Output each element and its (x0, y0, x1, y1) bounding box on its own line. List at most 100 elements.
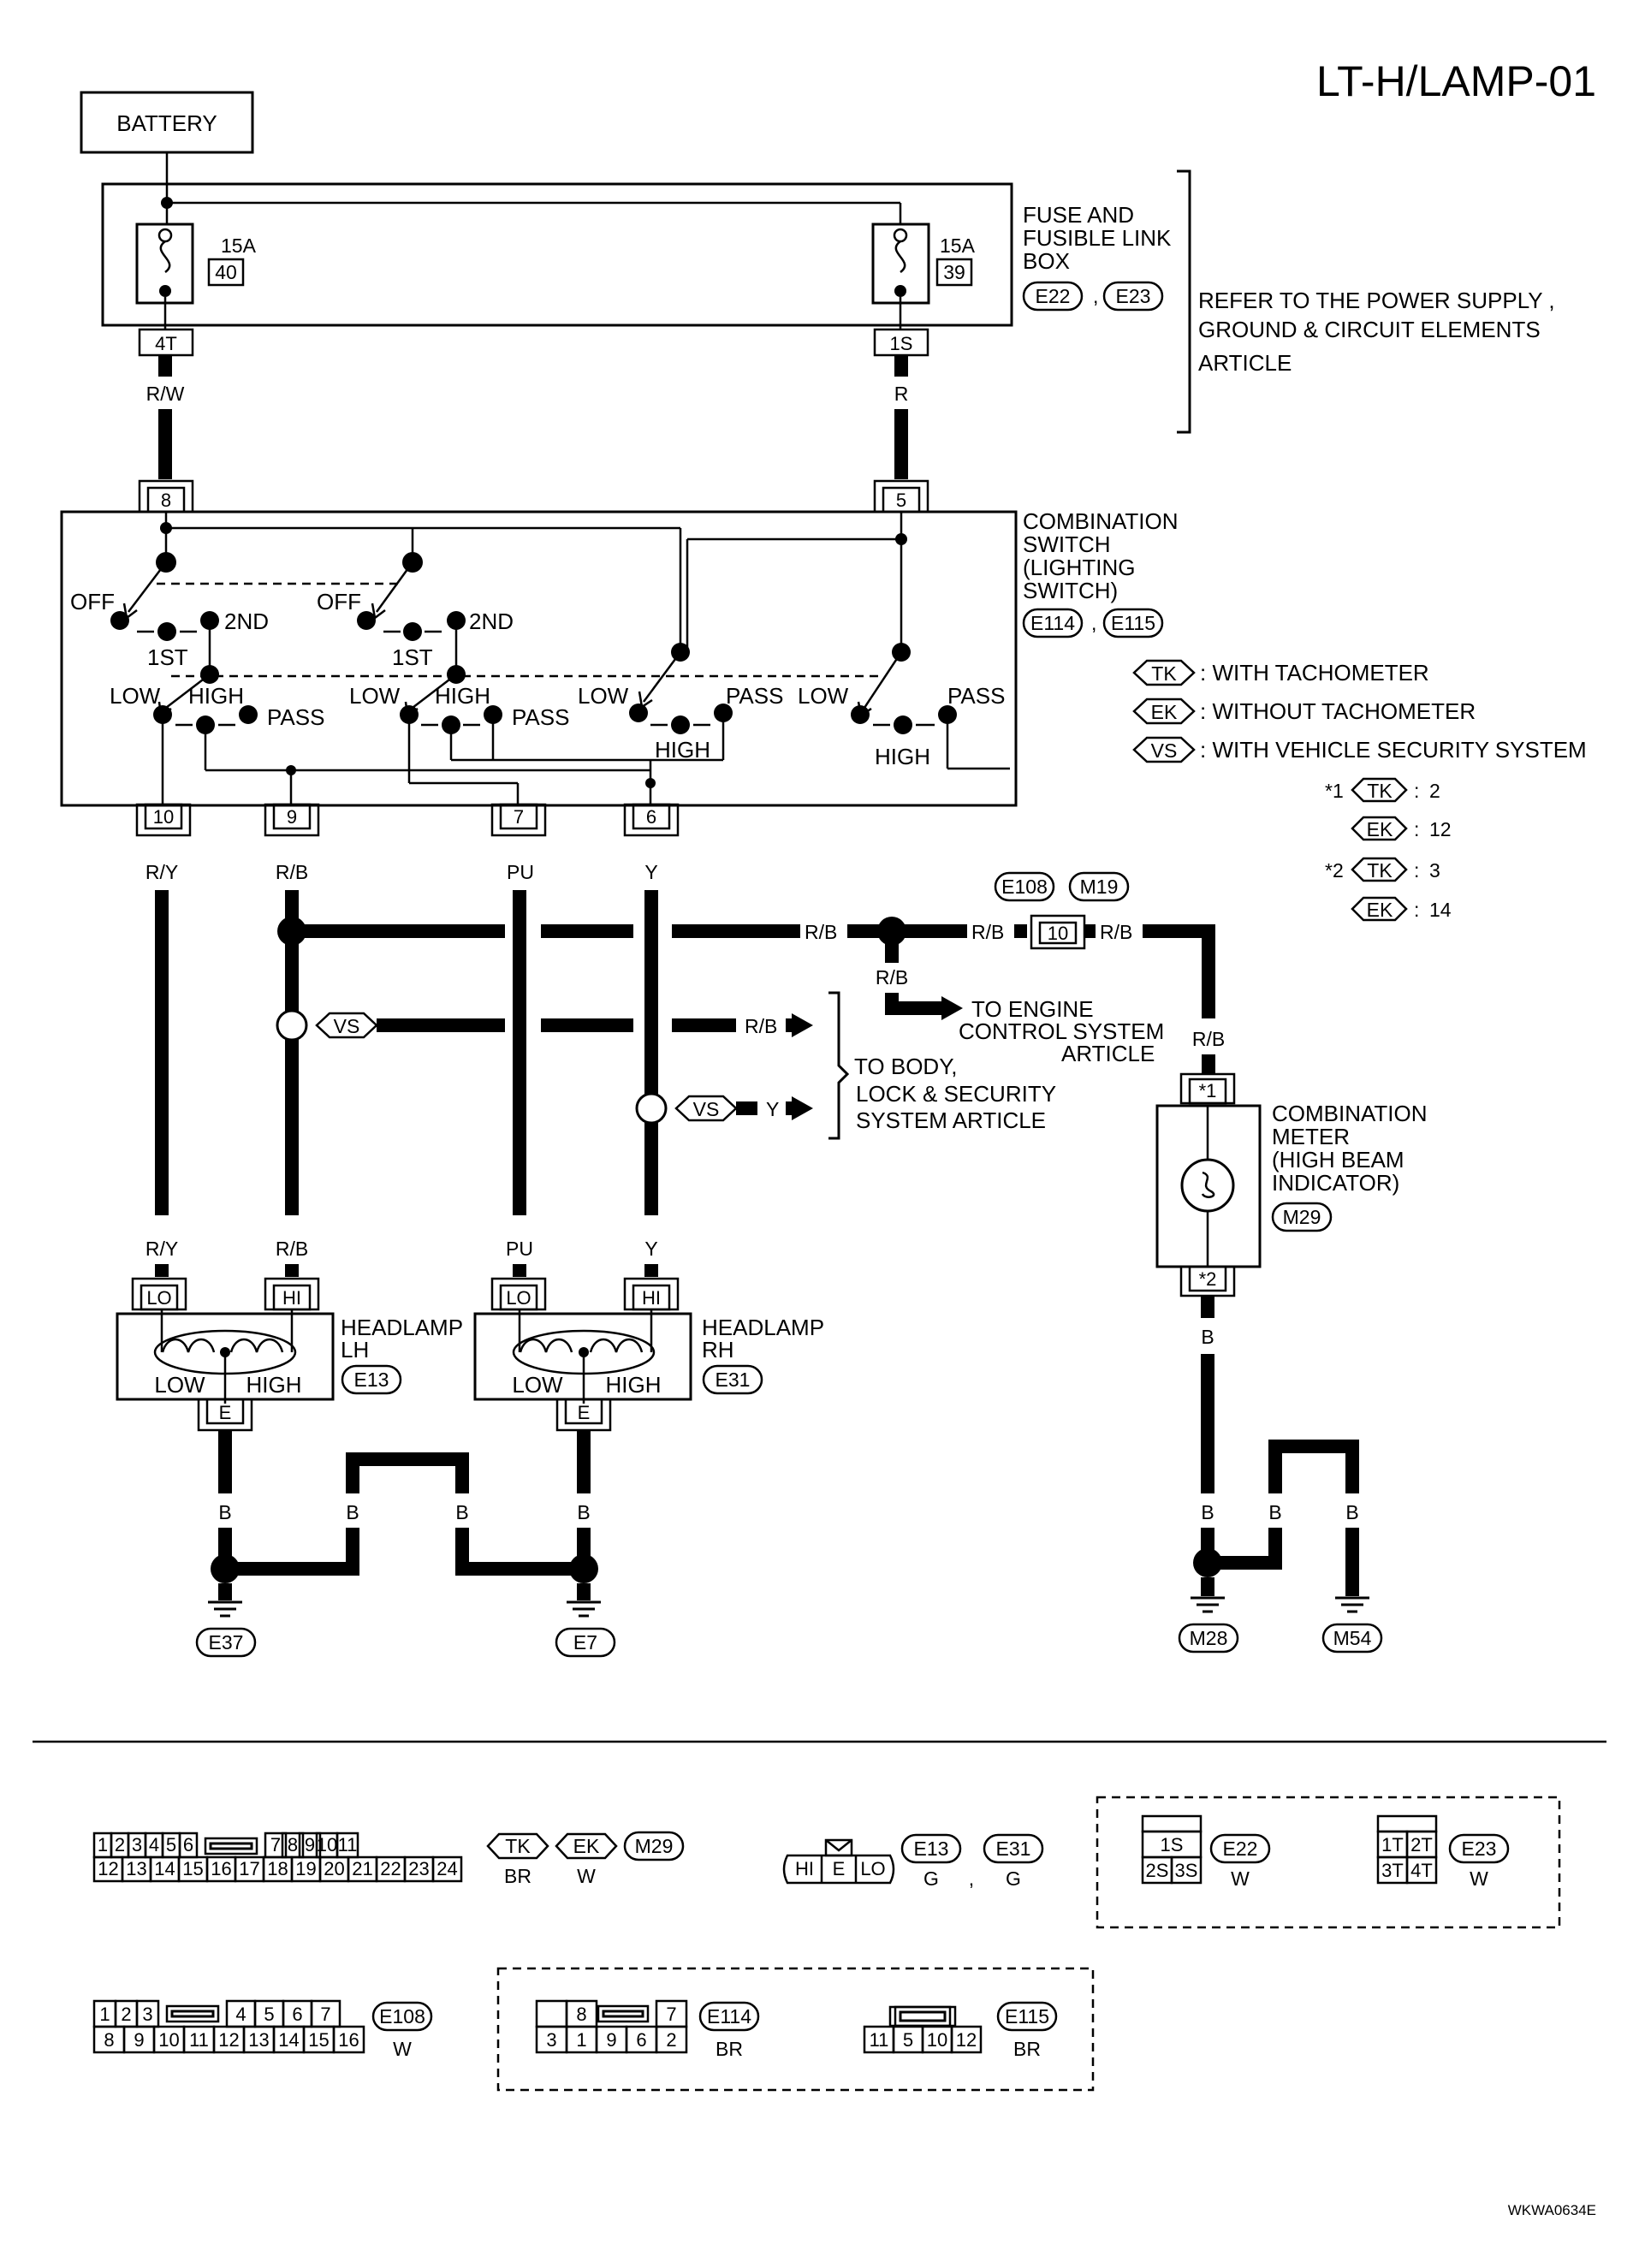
to-body-1: TO BODY, (854, 1054, 957, 1079)
m29-color-ek: W (577, 1865, 596, 1887)
e108-pin-5: 5 (264, 2004, 274, 2025)
connector-m19: M19 (1080, 876, 1119, 898)
pos-1st-2: 1ST (392, 644, 433, 670)
m29-pin-10: 10 (317, 1834, 337, 1855)
pos-low-3: LOW (578, 683, 629, 709)
e13-id: E13 (914, 1838, 949, 1860)
connector-e23: E23 (1116, 285, 1151, 307)
ground-e37: E37 (209, 1631, 244, 1654)
m29-pin-3: 3 (132, 1834, 142, 1855)
meter-pin-top: *1 (1199, 1080, 1217, 1101)
fuse-40: 15A 40 (135, 223, 257, 305)
m29-pin-18: 18 (267, 1858, 288, 1879)
combo-pin-8: 8 (161, 490, 171, 511)
wire-b-label-e37: B (218, 1501, 231, 1523)
e108-pin-1: 1 (99, 2004, 110, 2025)
connector-e13: E13 (354, 1369, 389, 1391)
e31-color: G (1006, 1867, 1021, 1890)
combo-pin-7: 7 (514, 806, 524, 828)
headlamp-lh-high: HIGH (246, 1372, 302, 1398)
combo-pin-10: 10 (153, 806, 174, 828)
meter-label-2: METER (1272, 1124, 1350, 1149)
m29-pin-6: 6 (183, 1834, 193, 1855)
e108-pin-11: 11 (189, 2029, 209, 2051)
m29-pin-24: 24 (436, 1858, 457, 1879)
combo-pin-5: 5 (896, 490, 906, 511)
m29-pin-4: 4 (149, 1834, 159, 1855)
e31-id: E31 (996, 1838, 1031, 1860)
note1-tk: 2 (1429, 780, 1440, 802)
headlamp-rh-low: LOW (512, 1372, 563, 1398)
pos-pass-1: PASS (267, 704, 324, 730)
to-engine-3: ARTICLE (1061, 1041, 1155, 1066)
e108-pin-16: 16 (338, 2029, 359, 2051)
m29-pin-9: 9 (305, 1834, 315, 1855)
fuse-box-label-3: BOX (1023, 248, 1070, 274)
m29-pin-16: 16 (211, 1858, 231, 1879)
e23-id: E23 (1462, 1838, 1497, 1860)
pos-pass-2: PASS (512, 704, 569, 730)
wire-rb-label-engine: R/B (876, 966, 908, 989)
e108-pin-15: 15 (308, 2029, 329, 2051)
m29-pin-2: 2 (115, 1834, 125, 1855)
svg-text:,: , (1091, 612, 1096, 634)
e23-pin-2t: 2T (1410, 1834, 1433, 1855)
pos-pass-4: PASS (947, 683, 1005, 709)
wire-b-label-e7: B (577, 1501, 590, 1523)
pos-high-3: HIGH (655, 737, 710, 763)
to-body-3: SYSTEM ARTICLE (856, 1107, 1046, 1133)
vs-tag-rb: VS (334, 1015, 360, 1037)
e108-pin-12: 12 (218, 2029, 239, 2051)
meter-pin-bottom: *2 (1199, 1268, 1217, 1290)
connector-m29: M29 (1283, 1206, 1321, 1228)
m29-pin-23: 23 (408, 1858, 429, 1879)
e13-sep: , (969, 1867, 974, 1890)
connector-e115: E115 (1111, 612, 1155, 634)
m29-id: M29 (635, 1835, 674, 1857)
svg-text::: : (1414, 818, 1419, 840)
legend-text-tk: : WITH TACHOMETER (1200, 660, 1429, 686)
ground-symbols (208, 1596, 1369, 1618)
e108-pin-7: 7 (320, 2004, 330, 2025)
headlamp-rh-lo-pin: LO (506, 1287, 531, 1309)
e108-pin-9: 9 (134, 2029, 144, 2051)
m29-color-tk: BR (504, 1865, 531, 1887)
terminal-1s: 1S (890, 333, 913, 354)
m29-pin-11: 11 (338, 1834, 358, 1855)
m29-pin-12: 12 (98, 1858, 118, 1879)
svg-text::: : (1414, 859, 1419, 882)
e22-pin-2s: 2S (1146, 1860, 1169, 1881)
m29-pin-19: 19 (295, 1858, 316, 1879)
headlamp-rh-e-pin: E (578, 1402, 591, 1423)
e114-pin-1: 1 (576, 2029, 586, 2051)
combo-switch-label-4: SWITCH) (1023, 578, 1118, 603)
wire-y-label-lamp: Y (644, 1238, 657, 1260)
connector-e108: E108 (1001, 876, 1048, 898)
m29-pin-21: 21 (352, 1858, 372, 1879)
wire-pu-label-lamp: PU (506, 1238, 533, 1260)
diagram-title: LT-H/LAMP-01 (1316, 57, 1596, 105)
power-note-1: REFER TO THE POWER SUPPLY , (1198, 288, 1555, 313)
e22-pin-1s: 1S (1161, 1834, 1184, 1855)
vs-tag-y: VS (693, 1098, 720, 1120)
pos-pass-3: PASS (726, 683, 783, 709)
wire-rb-label-mid3: R/B (1100, 921, 1132, 943)
e22-color: W (1231, 1867, 1250, 1890)
e115-id: E115 (1005, 2005, 1049, 2028)
meter-label-3: (HIGH BEAM (1272, 1147, 1404, 1173)
wire-y-label-body: Y (766, 1098, 779, 1120)
fuse-40-amp: 15A (221, 235, 257, 257)
e108-pin-14: 14 (278, 2029, 299, 2051)
pos-high-1: HIGH (188, 683, 244, 709)
e23-pin-4t: 4T (1410, 1860, 1433, 1881)
m29-pin-14: 14 (154, 1858, 175, 1879)
fuse-box-label-2: FUSIBLE LINK (1023, 225, 1172, 251)
power-note-3: ARTICLE (1198, 350, 1292, 376)
pos-low-1: LOW (110, 683, 161, 709)
e22-id: E22 (1223, 1838, 1258, 1860)
